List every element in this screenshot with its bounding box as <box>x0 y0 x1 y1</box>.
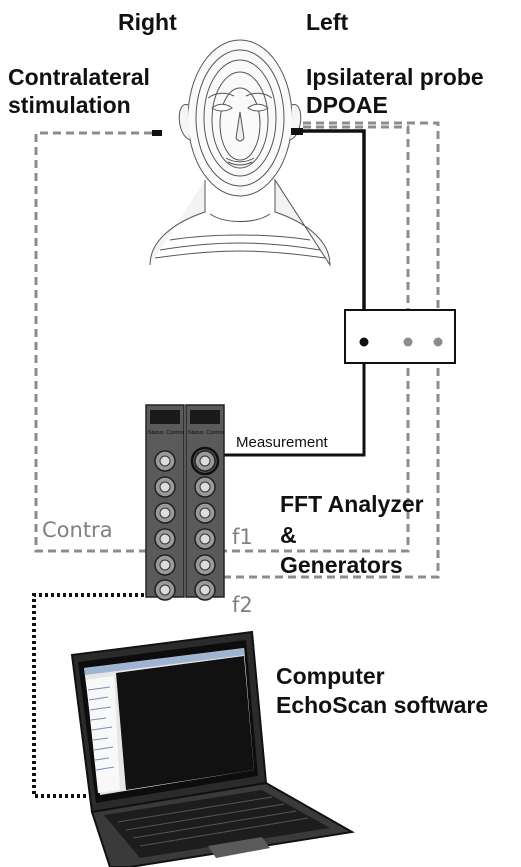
f2-generator-line <box>222 342 440 579</box>
contra-line <box>34 131 152 553</box>
f1-probe-line <box>303 125 410 342</box>
fft-analyzer-label: FFT Analyzer <box>280 491 424 517</box>
stimulation-label: stimulation <box>8 92 131 118</box>
measurement-label: Measurement <box>236 434 329 451</box>
bnc-connector-pin <box>159 559 171 571</box>
junction-port-f2 <box>433 337 443 347</box>
device-connectors <box>154 446 220 601</box>
measurement-cable <box>207 342 366 457</box>
module-status-label: Status <box>148 430 164 436</box>
bnc-connector-pin <box>159 507 171 519</box>
generators-label: Generators <box>280 552 403 578</box>
ipsi-probe <box>291 128 303 135</box>
measurement-port-ring <box>190 446 220 476</box>
module-control-label: Control <box>166 430 184 436</box>
f1-generator-line <box>222 342 410 553</box>
laptop-illustration <box>70 630 355 867</box>
f2-probe-line <box>303 121 440 342</box>
contra-label: Contra <box>42 518 113 542</box>
bnc-connector-pin <box>159 481 171 493</box>
probe-cable <box>303 129 366 342</box>
ampersand-label: & <box>280 522 297 548</box>
left-label: Left <box>306 9 349 35</box>
bnc-connector-pin <box>199 507 211 519</box>
module-status-label-2: Status <box>188 430 204 436</box>
f2-label: f2 <box>232 593 253 617</box>
bnc-connector-pin <box>159 533 171 545</box>
bnc-connector-pin <box>199 455 211 467</box>
head-illustration <box>149 39 331 267</box>
junction-port-f1 <box>403 337 413 347</box>
dpoae-label: DPOAE <box>306 92 388 118</box>
bnc-connector-pin <box>159 584 171 596</box>
contralateral-label: Contralateral <box>8 64 150 90</box>
bnc-connector-pin <box>159 455 171 467</box>
right-label: Right <box>118 9 177 35</box>
echoscan-software-label: EchoScan software <box>276 692 488 718</box>
junction-port-measurement <box>359 337 369 347</box>
contra-earphone <box>152 130 162 136</box>
f1-label: f1 <box>232 525 253 549</box>
fft-analyzer-device: Status Control Status Control <box>145 404 225 598</box>
bnc-connector-pin <box>199 559 211 571</box>
computer-link <box>32 593 150 798</box>
bnc-connector-pin <box>199 481 211 493</box>
junction-box <box>344 309 456 364</box>
bnc-connector-pin <box>199 533 211 545</box>
ipsilateral-probe-label: Ipsilateral probe <box>306 64 484 90</box>
module-control-label-2: Control <box>206 430 224 436</box>
computer-label: Computer <box>276 663 385 689</box>
bnc-connector-pin <box>199 584 211 596</box>
